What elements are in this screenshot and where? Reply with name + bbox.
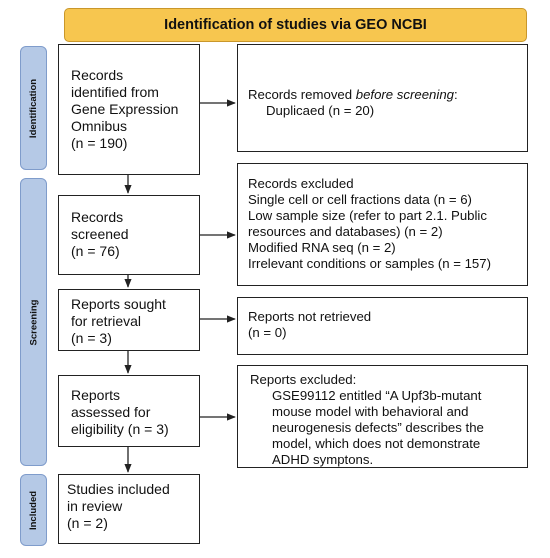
box-records-removed: Records removed before screening: Duplic…: [237, 44, 528, 152]
header-title: Identification of studies via GEO NCBI: [164, 17, 427, 33]
box-text-line: Reports: [71, 387, 121, 403]
box-text-line: resources and databases) (n = 2): [248, 224, 443, 239]
box-text-line: assessed for: [71, 404, 151, 420]
box-records-identified: Records identified from Gene Expression …: [58, 44, 200, 175]
removed-title-emph: before screening: [355, 87, 454, 102]
box-text-line: (n = 0): [248, 325, 287, 340]
reports-excluded-title: Reports excluded:: [250, 372, 357, 387]
box-text-line: Records excluded: [248, 176, 354, 191]
diagram-header: Identification of studies via GEO NCBI: [64, 8, 527, 42]
box-records-screened: Records screened (n = 76): [58, 195, 200, 275]
box-reports-not-retrieved: Reports not retrieved (n = 0): [237, 297, 528, 355]
removed-duplicates: Duplicaed (n = 20): [266, 103, 375, 118]
box-text-line: Omnibus: [71, 118, 128, 134]
box-text-line: Gene Expression: [71, 101, 179, 117]
reports-excluded-line: neurogenesis defects” describes the: [272, 420, 484, 435]
removed-title: Records removed before screening:: [248, 87, 527, 103]
box-studies-included: Studies included in review (n = 2): [58, 474, 200, 544]
box-text-line: Irrelevant conditions or samples (n = 15…: [248, 256, 491, 271]
box-text-line: Single cell or cell fractions data (n = …: [248, 192, 472, 207]
box-text-line: Records: [71, 67, 124, 83]
box-text-line: Reports sought: [71, 296, 166, 312]
box-text-line: screened: [71, 226, 129, 242]
box-reports-sought: Reports sought for retrieval (n = 3): [58, 289, 200, 351]
phase-included: Included: [20, 474, 47, 546]
phase-identification: Identification: [20, 46, 47, 170]
box-text-line: identified from: [71, 84, 159, 100]
box-reports-assessed: Reports assessed for eligibility (n = 3): [58, 375, 200, 447]
reports-excluded-line: GSE99112 entitled “A Upf3b-mutant: [272, 388, 482, 403]
reports-excluded-line: ADHD symptons.: [272, 452, 374, 467]
box-text-line: Low sample size (refer to part 2.1. Publ…: [248, 208, 487, 223]
box-reports-excluded: Reports excluded: GSE99112 entitled “A U…: [237, 365, 528, 468]
removed-title-tail: :: [454, 87, 458, 102]
box-text-line: in review: [67, 498, 123, 514]
box-text-line: (n = 76): [71, 243, 120, 259]
box-text-line: for retrieval: [71, 313, 142, 329]
removed-title-lead: Records removed: [248, 87, 356, 102]
box-text-line: Studies included: [67, 481, 170, 497]
reports-excluded-line: model, which does not demonstrate: [272, 436, 481, 451]
box-text-line: (n = 3): [71, 330, 112, 346]
box-text-line: Modified RNA seq (n = 2): [248, 240, 396, 255]
box-text-line: Reports not retrieved: [248, 309, 372, 324]
box-text-line: eligibility (n = 3): [71, 421, 169, 437]
box-text-line: (n = 190): [71, 135, 128, 151]
box-text-line: Records: [71, 209, 124, 225]
phase-screening: Screening: [20, 178, 47, 466]
reports-excluded-line: mouse model with behavioral and: [272, 404, 469, 419]
box-text-line: (n = 2): [67, 515, 108, 531]
box-records-excluded: Records excluded Single cell or cell fra…: [237, 163, 528, 286]
